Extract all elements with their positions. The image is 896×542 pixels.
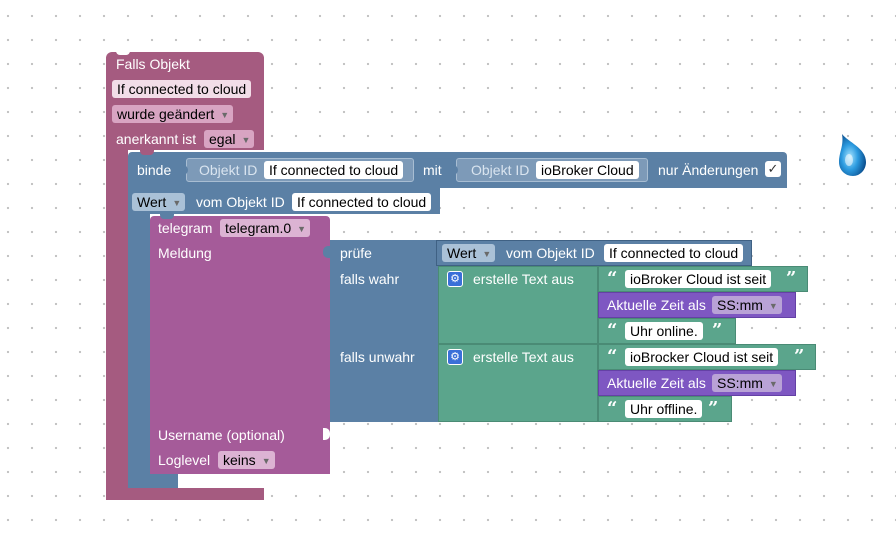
open-quote-icon: “ xyxy=(607,346,618,367)
trash-droplet-icon[interactable] xyxy=(834,130,872,178)
trigger-ack-value: egal xyxy=(209,131,236,147)
trigger-block-body xyxy=(106,150,128,490)
chevron-down-icon: ▼ xyxy=(297,224,307,234)
text-false-time-format-dropdown[interactable]: SS:mm ▼ xyxy=(712,374,782,392)
bind-object-1-field[interactable]: If connected to cloud xyxy=(264,161,404,179)
close-quote-icon: ” xyxy=(708,398,719,419)
telegram-loglevel-label: Loglevel xyxy=(158,452,211,468)
close-quote-icon: ” xyxy=(786,268,797,289)
condition-attr-value: Wert xyxy=(447,245,477,261)
bind-mit-label: mit xyxy=(423,162,442,178)
bind-only-changes-label: nur Änderungen xyxy=(658,162,759,178)
open-quote-icon: “ xyxy=(607,320,618,341)
bind-block-bottom xyxy=(128,474,178,488)
text-false-time-format-value: SS:mm xyxy=(717,375,763,391)
value-attr-dropdown[interactable]: Wert ▼ xyxy=(132,193,186,211)
chevron-down-icon: ▼ xyxy=(261,456,271,466)
text-join-true-label: erstelle Text aus xyxy=(473,271,574,287)
condition-object-field[interactable]: If connected to cloud xyxy=(604,244,744,262)
telegram-loglevel-value: keins xyxy=(223,452,256,468)
bind-top-notch xyxy=(140,150,154,155)
bind-object-2-label: Objekt ID xyxy=(471,162,530,178)
telegram-instance-dropdown[interactable]: telegram.0 ▼ xyxy=(220,219,311,237)
trigger-block-bottom xyxy=(106,488,264,500)
telegram-loglevel-dropdown[interactable]: keins ▼ xyxy=(218,451,275,469)
trigger-top-notch xyxy=(116,50,130,55)
value-attr-value: Wert xyxy=(137,194,167,210)
telegram-message-label: Meldung xyxy=(158,245,212,261)
chevron-down-icon: ▼ xyxy=(482,249,492,259)
chevron-down-icon: ▼ xyxy=(241,135,251,145)
close-quote-icon: ” xyxy=(712,320,723,341)
text-false-string-2-field[interactable]: Uhr offline. xyxy=(625,400,703,418)
text-false-time-label: Aktuelle Zeit als xyxy=(607,375,706,391)
ternary-false-label: falls unwahr xyxy=(340,349,415,365)
trigger-ack-label: anerkannt ist xyxy=(116,131,197,147)
text-true-string-1-field[interactable]: ioBroker Cloud ist seit xyxy=(625,270,772,288)
value-object-field[interactable]: If connected to cloud xyxy=(292,193,432,211)
close-quote-icon: ” xyxy=(794,346,805,367)
telegram-username-label: Username (optional) xyxy=(158,427,285,443)
value-vom-label: vom Objekt ID xyxy=(196,194,285,210)
text-true-time-format-value: SS:mm xyxy=(717,297,763,313)
text-true-time-label: Aktuelle Zeit als xyxy=(607,297,706,313)
trigger-ack-dropdown[interactable]: egal ▼ xyxy=(204,130,255,148)
trigger-event-value: wurde geändert xyxy=(117,106,215,122)
telegram-top-notch xyxy=(160,214,174,219)
chevron-down-icon: ▼ xyxy=(768,379,778,389)
chevron-down-icon: ▼ xyxy=(172,198,182,208)
telegram-label: telegram xyxy=(158,220,213,236)
text-join-true-block[interactable] xyxy=(438,266,598,344)
text-false-string-1-field[interactable]: ioBrocker Cloud ist seit xyxy=(625,348,779,366)
condition-vom-label: vom Objekt ID xyxy=(506,245,595,261)
gear-icon[interactable]: ⚙ xyxy=(447,349,463,365)
bind-object-2-field[interactable]: ioBroker Cloud xyxy=(536,161,639,179)
telegram-block[interactable] xyxy=(150,216,330,474)
text-join-false-block[interactable] xyxy=(438,344,598,422)
only-changes-checkbox[interactable]: ✓ xyxy=(765,161,781,177)
bind-input-notch-2 xyxy=(452,165,458,175)
open-quote-icon: “ xyxy=(607,398,618,419)
chevron-down-icon: ▼ xyxy=(220,110,230,120)
open-quote-icon: “ xyxy=(607,268,618,289)
telegram-instance-value: telegram.0 xyxy=(225,220,292,236)
trigger-object-field[interactable]: If connected to cloud xyxy=(112,80,252,98)
ternary-block[interactable] xyxy=(330,240,438,422)
ternary-check-label: prüfe xyxy=(340,245,372,261)
ternary-output-tab xyxy=(323,246,331,258)
bind-block-body xyxy=(128,188,150,478)
trigger-event-dropdown[interactable]: wurde geändert ▼ xyxy=(112,105,234,123)
trigger-title: Falls Objekt xyxy=(116,56,190,72)
telegram-username-input[interactable] xyxy=(323,428,330,440)
text-true-time-format-dropdown[interactable]: SS:mm ▼ xyxy=(712,296,782,314)
condition-attr-dropdown[interactable]: Wert ▼ xyxy=(442,244,496,262)
bind-label: binde xyxy=(137,162,172,178)
bind-object-1-label: Objekt ID xyxy=(199,162,258,178)
gear-icon[interactable]: ⚙ xyxy=(447,271,463,287)
text-join-false-label: erstelle Text aus xyxy=(473,349,574,365)
chevron-down-icon: ▼ xyxy=(768,301,778,311)
text-true-string-2-field[interactable]: Uhr online. xyxy=(625,322,703,340)
ternary-true-label: falls wahr xyxy=(340,271,400,287)
bind-input-notch-1 xyxy=(182,165,188,175)
